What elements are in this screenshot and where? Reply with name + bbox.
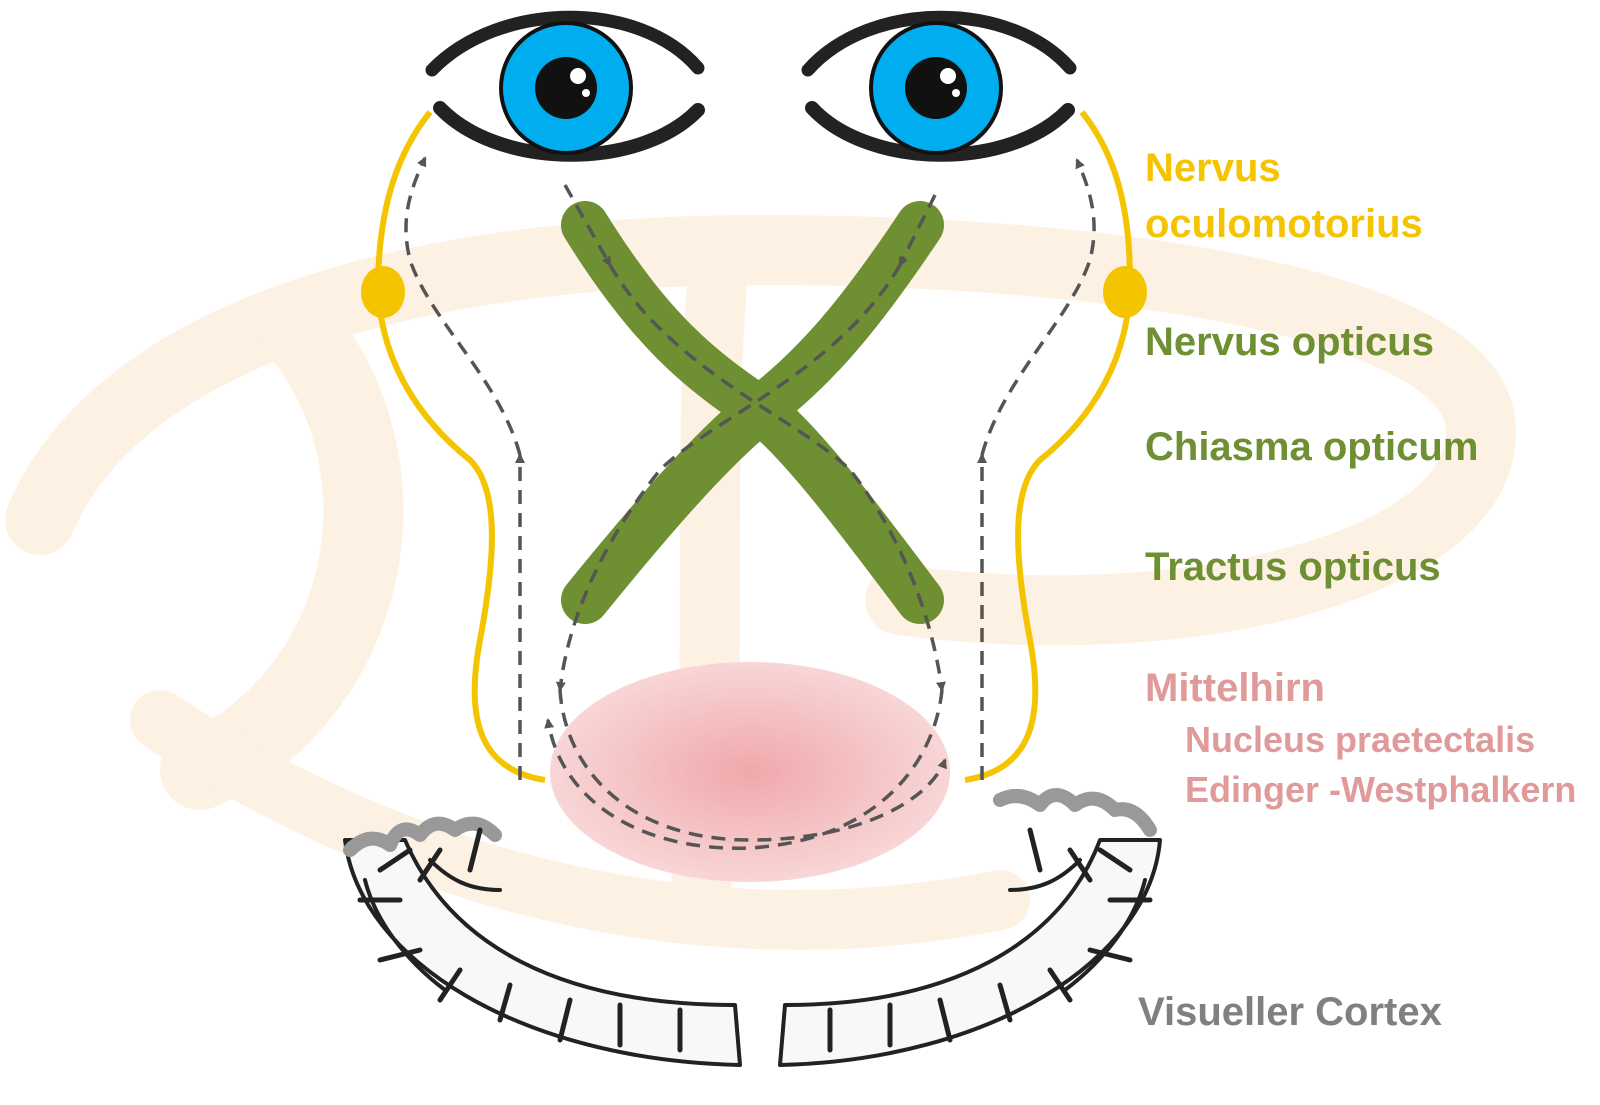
label-midbrain: Mittelhirn: [1145, 666, 1325, 710]
ciliary-ganglion-left: [361, 266, 405, 318]
ciliary-ganglion-right: [1103, 266, 1147, 318]
label-visual-cortex: Visueller Cortex: [1138, 990, 1442, 1034]
pathway-right-to-eye: [982, 160, 1094, 455]
oculomotor-nerve-right: [965, 112, 1147, 780]
right-pupil: [905, 57, 967, 119]
label-optic-tract: Tractus opticus: [1145, 545, 1441, 589]
midbrain-ellipse: [550, 662, 950, 882]
label-chiasm: Chiasma opticum: [1145, 425, 1478, 469]
label-edinger-westphal: Edinger -Westphalkern: [1185, 770, 1576, 810]
right-eye: [808, 17, 1070, 155]
label-oculomotor-line1: Nervus: [1145, 146, 1281, 190]
label-pretectal-nucleus: Nucleus praetectalis: [1185, 720, 1535, 760]
label-oculomotor-line2: oculomotorius: [1145, 202, 1423, 246]
left-eye: [432, 17, 698, 155]
label-optic-nerve: Nervus opticus: [1145, 320, 1434, 364]
left-pupil: [535, 57, 597, 119]
